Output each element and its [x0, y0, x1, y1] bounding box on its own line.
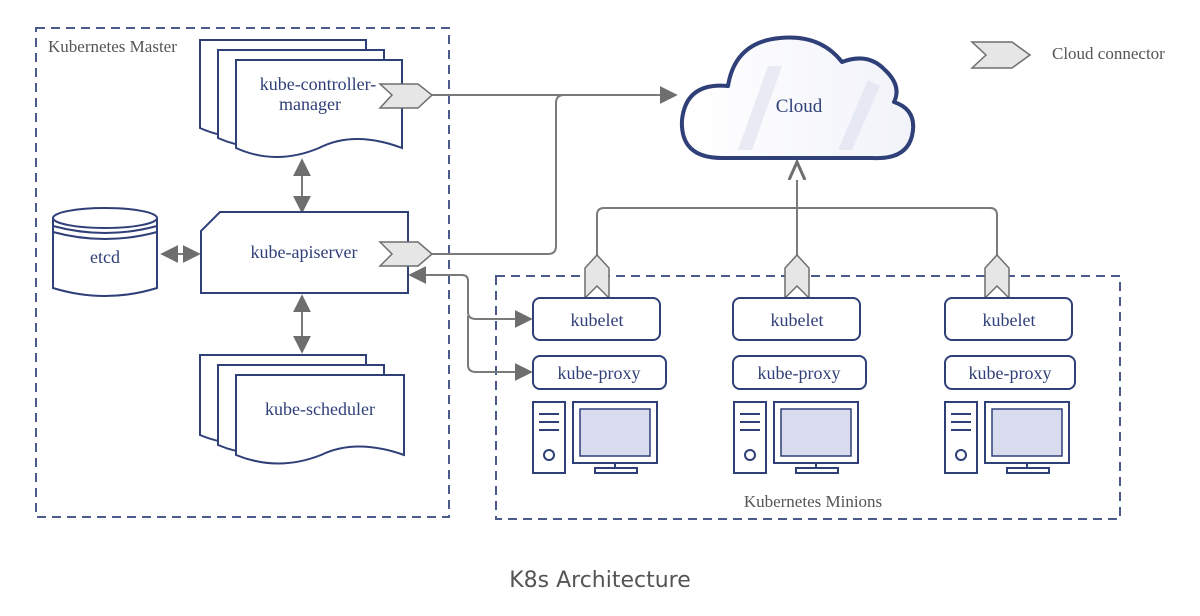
kubelet-label: kubelet — [571, 310, 624, 330]
cloud-connector-icon — [378, 83, 434, 109]
kubelet-label: kubelet — [771, 310, 824, 330]
minion-node-3: kubelet kube-proxy — [944, 297, 1076, 474]
kube-proxy-label: kube-proxy — [758, 363, 841, 383]
connection-lines — [160, 86, 998, 381]
computer-icon — [532, 401, 658, 474]
kube-proxy-box — [944, 355, 1076, 390]
kubelet-box — [944, 297, 1073, 341]
kube-proxy-box — [532, 355, 667, 390]
apiserver-to-proxy-line — [467, 316, 533, 381]
kube-controller-manager: kube-controller- manager — [199, 39, 403, 158]
apiserver-label: kube-apiserver — [251, 242, 358, 262]
etcd-label: etcd — [90, 247, 120, 267]
minions-group-box — [495, 275, 1121, 520]
kubelet-box — [532, 297, 661, 341]
kube-apiserver: kube-apiserver — [200, 211, 409, 294]
kube-proxy-label: kube-proxy — [969, 363, 1052, 383]
minion-node-1: kubelet kube-proxy — [532, 297, 667, 474]
kubelet-label: kubelet — [983, 310, 1036, 330]
kubelet-box — [732, 297, 861, 341]
kube-proxy-label: kube-proxy — [558, 363, 641, 383]
scheduler-label: kube-scheduler — [265, 399, 375, 419]
master-group-label: Kubernetes Master — [48, 37, 177, 56]
etcd-database: etcd — [52, 207, 158, 297]
minions-group-label: Kubernetes Minions — [744, 492, 882, 511]
minion-node-2: kubelet kube-proxy — [732, 297, 867, 474]
cloud-label: Cloud — [776, 96, 823, 117]
computer-icon — [944, 401, 1070, 474]
legend: Cloud connector — [970, 41, 1165, 69]
kube-proxy-box — [732, 355, 867, 390]
cloud-connector-icon — [784, 253, 810, 300]
cloud-connector-icon — [378, 241, 434, 267]
controller-manager-label-line1: kube-controller- — [260, 74, 377, 94]
kube-scheduler: kube-scheduler — [199, 354, 405, 465]
apiserver-to-kubelet-line — [408, 266, 533, 328]
cloud-connector-legend-icon — [970, 41, 1032, 69]
architecture-diagram: Kubernetes Master Kubernetes Minions kub… — [35, 27, 1165, 520]
controller-manager-label-line2: manager — [279, 94, 341, 114]
figure-caption: K8s Architecture — [509, 568, 691, 593]
legend-label: Cloud connector — [1052, 44, 1165, 63]
apiserver-to-cloud-line — [432, 94, 565, 255]
cloud-connector-icon — [984, 253, 1010, 300]
computer-icon — [733, 401, 859, 474]
cloud-connector-icon — [584, 253, 610, 300]
cloud-icon: Cloud — [679, 35, 916, 161]
